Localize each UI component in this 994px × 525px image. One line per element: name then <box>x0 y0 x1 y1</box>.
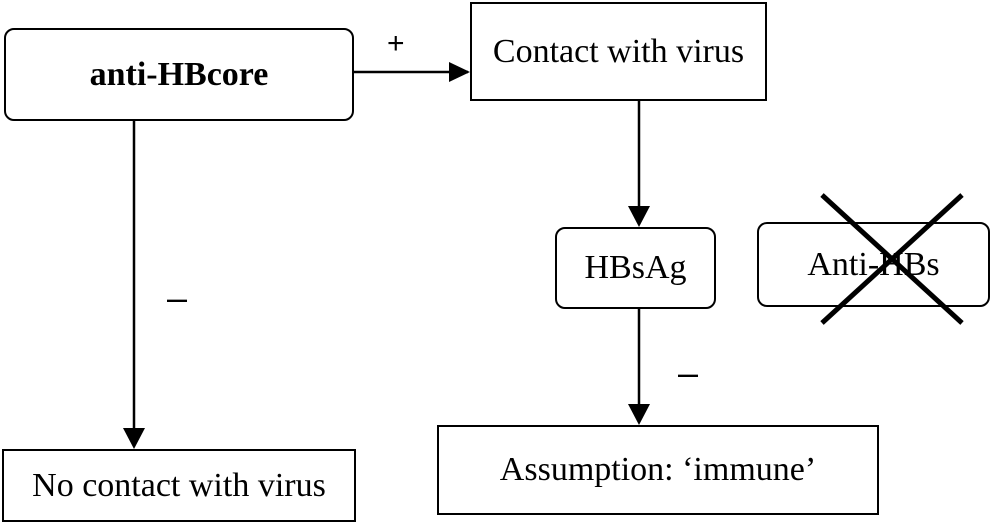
node-assumption-immune: Assumption: ‘immune’ <box>437 425 879 515</box>
node-no-contact-label: No contact with virus <box>32 466 326 504</box>
edge-label-negative-right: – <box>678 352 699 393</box>
node-assumption-label: Assumption: ‘immune’ <box>499 451 817 488</box>
arrowhead-assumption <box>628 404 650 425</box>
node-no-contact-with-virus: No contact with virus <box>2 449 356 522</box>
edge-label-negative-left: – <box>167 277 188 318</box>
node-hbsag: HBsAg <box>555 227 716 309</box>
node-anti-hbcore: anti-HBcore <box>4 28 354 121</box>
arrowhead-hbsag <box>628 206 650 227</box>
node-contact-with-virus: Contact with virus <box>470 2 767 101</box>
arrowhead-contact <box>449 62 470 82</box>
node-anti-hbcore-label: anti-HBcore <box>89 55 269 93</box>
node-contact-label: Contact with virus <box>492 32 745 70</box>
node-anti-hbs-label: Anti-HBs <box>807 245 940 283</box>
node-anti-hbs: Anti-HBs <box>757 222 990 307</box>
node-hbsag-label: HBsAg <box>584 249 687 286</box>
edge-label-positive: + <box>387 27 405 60</box>
arrowhead-no-contact <box>123 428 145 449</box>
